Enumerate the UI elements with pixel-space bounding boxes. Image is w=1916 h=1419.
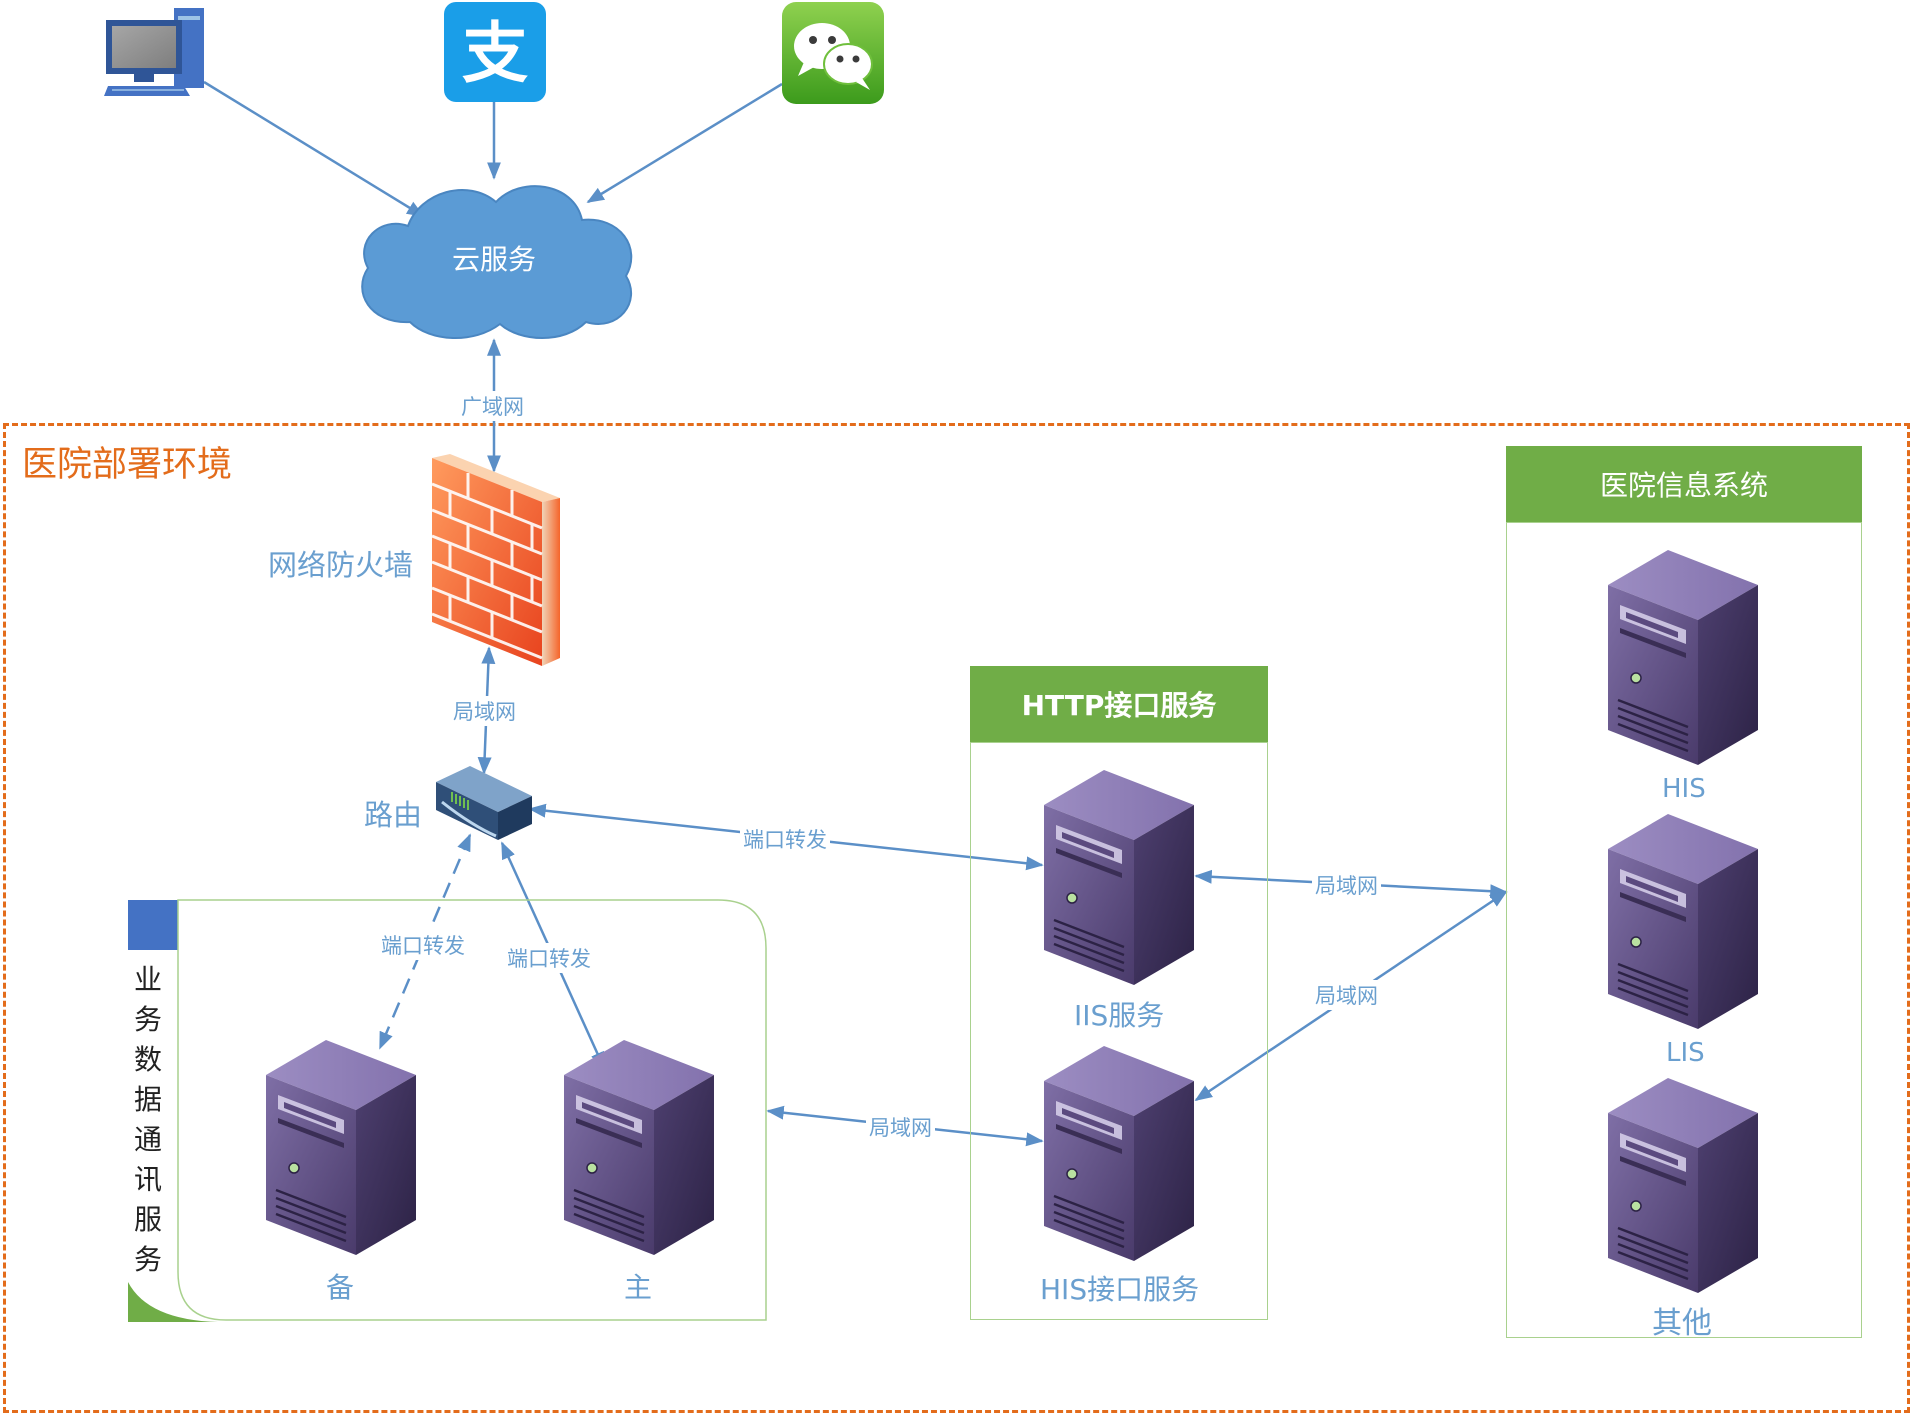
lis-server-label: LIS: [1666, 1038, 1705, 1068]
iis-server-label: IIS服务: [1074, 999, 1165, 1032]
hospital-panel-body: [1506, 522, 1862, 1338]
http-panel-header: HTTP接口服务: [970, 666, 1268, 742]
business-panel-accent: [128, 900, 178, 950]
business-title-char: 讯: [133, 1163, 162, 1196]
brick-firewall-icon: [431, 454, 560, 666]
business-panel-title: 业 务 数 据 通 讯 服 务: [128, 960, 168, 1280]
port-forward-label-router-main: 端口转发: [504, 943, 594, 973]
port-forward-label-router-iis: 端口转发: [740, 824, 830, 854]
iis-server-icon: [1042, 768, 1196, 987]
business-title-char: 务: [133, 1003, 162, 1036]
business-panel-frame: [128, 899, 767, 1322]
wechat-icon: [782, 2, 884, 104]
his-server-icon: [1606, 548, 1760, 767]
lan-label-iis-his: 局域网: [1312, 870, 1381, 900]
cloud-label: 云服务: [452, 243, 537, 276]
router-label: 路由: [364, 798, 423, 832]
backup-server-label: 备: [326, 1271, 355, 1304]
alipay-icon: 支: [444, 2, 546, 102]
wan-label: 广域网: [458, 391, 527, 421]
other-server-label: 其他: [1652, 1306, 1712, 1341]
cloud-service-icon: [361, 185, 633, 340]
his-server-label: HIS: [1662, 774, 1706, 804]
router-icon: [436, 766, 532, 840]
his-api-server-icon: [1042, 1044, 1196, 1263]
business-title-char: 数: [133, 1043, 162, 1076]
main-server-icon: [562, 1038, 716, 1257]
port-forward-label-router-backup: 端口转发: [378, 930, 468, 960]
lan-label-hisapi-his: 局域网: [1312, 980, 1381, 1010]
business-title-char: 业: [133, 963, 162, 996]
pc-to-cloud-arrow: [203, 80, 425, 218]
firewall-label: 网络防火墙: [268, 548, 414, 582]
svg-text:支: 支: [462, 15, 528, 92]
environment-title: 医院部署环境: [22, 445, 233, 485]
hospital-environment-boundary: [3, 423, 1910, 1413]
http-panel-body: [970, 742, 1268, 1320]
lan-label-firewall-router: 局域网: [450, 696, 519, 726]
lan-label-main-hisapi: 局域网: [866, 1112, 935, 1142]
hospital-panel-header: 医院信息系统: [1506, 446, 1862, 522]
lis-server-icon: [1606, 812, 1760, 1031]
backup-server-icon: [264, 1038, 418, 1257]
business-title-char: 务: [133, 1243, 162, 1276]
wechat-to-cloud-arrow: [586, 82, 783, 204]
main-server-label: 主: [624, 1271, 653, 1304]
his-api-server-label: HIS接口服务: [1040, 1273, 1200, 1306]
business-title-char: 通: [133, 1123, 162, 1156]
desktop-computer-icon: [104, 8, 204, 96]
business-title-char: 服: [133, 1203, 162, 1236]
other-server-icon: [1606, 1076, 1760, 1295]
business-title-char: 据: [133, 1083, 162, 1116]
